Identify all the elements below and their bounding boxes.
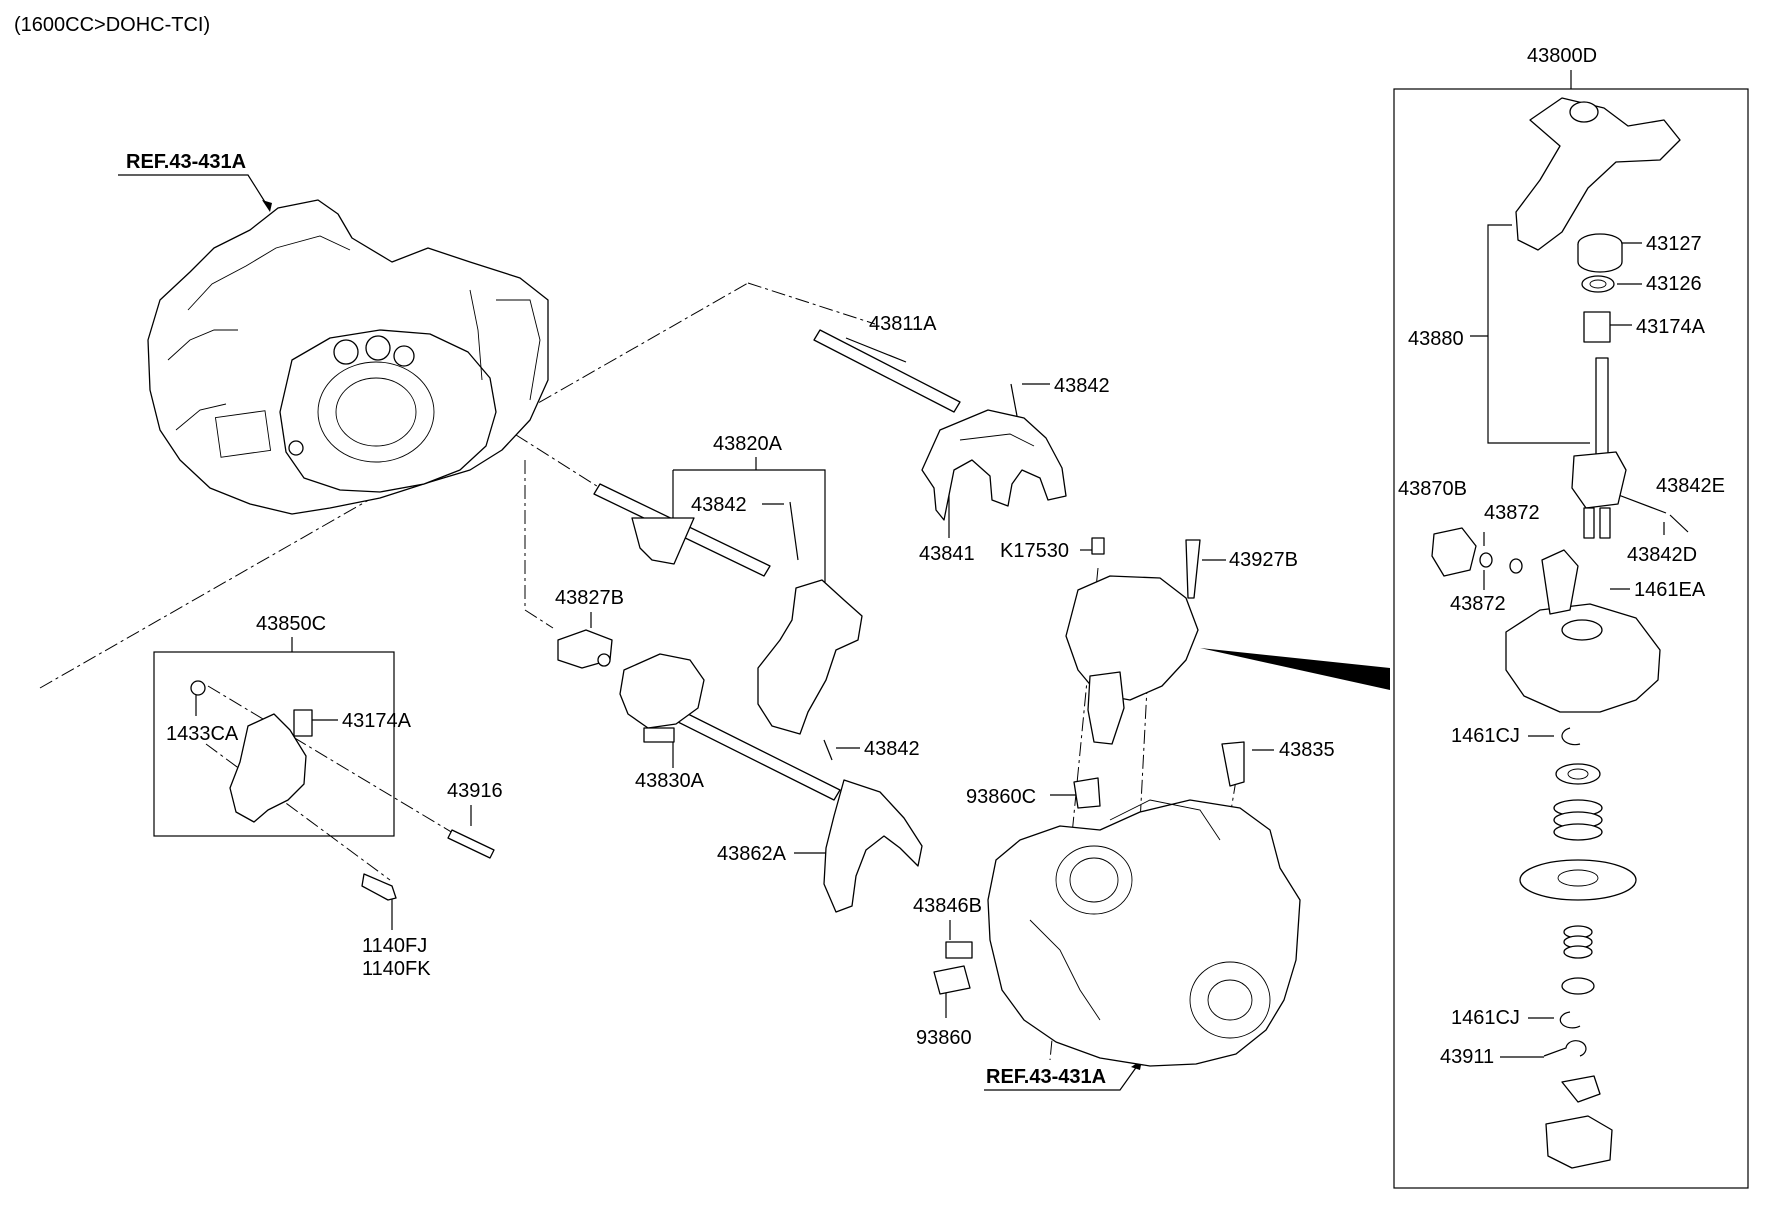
label-1461CJ-top: 1461CJ <box>1451 725 1520 747</box>
label-93860C: 93860C <box>966 786 1036 808</box>
bushing-43127 <box>1577 233 1623 273</box>
label-1140FJ: 1140FJ <box>362 935 427 957</box>
spring-seat <box>1555 763 1601 785</box>
engine-spec-label: (1600CC>DOHC-TCI) <box>14 14 210 36</box>
spring-large <box>1553 799 1603 841</box>
control-lever-43880 <box>1515 97 1681 251</box>
label-43846B: 43846B <box>913 895 982 917</box>
snap-ring-1461CJ-bottom <box>1559 1011 1581 1029</box>
label-43862A: 43862A <box>717 843 787 865</box>
snap-ring-1461CJ-top <box>1561 727 1581 746</box>
label-43800D: 43800D <box>1527 45 1597 67</box>
bushing-43174A-right <box>1583 311 1611 343</box>
label-43872-top: 43872 <box>1484 502 1540 524</box>
label-43870B: 43870B <box>1398 478 1467 500</box>
ref-label-top: REF.43-431A <box>126 151 246 173</box>
shift-control-cover <box>1065 537 1201 745</box>
label-43126: 43126 <box>1646 273 1702 295</box>
shift-lug-43830A <box>619 653 833 761</box>
label-43850C: 43850C <box>256 613 326 635</box>
label-43872-bottom: 43872 <box>1450 593 1506 615</box>
plug-43835 <box>1221 741 1245 787</box>
spring-plate <box>1519 859 1637 901</box>
label-43842E: 43842E <box>1656 475 1725 497</box>
label-43820A: 43820A <box>713 433 783 455</box>
label-1461EA: 1461EA <box>1634 579 1706 601</box>
label-43174A-left: 43174A <box>342 710 412 732</box>
label-1433CA: 1433CA <box>166 723 239 745</box>
label-43916: 43916 <box>447 780 503 802</box>
shift-lug-43827B <box>557 629 613 669</box>
label-43927B: 43927B <box>1229 549 1298 571</box>
label-43911: 43911 <box>1440 1046 1494 1068</box>
zoom-wedge <box>1200 648 1390 690</box>
label-93860: 93860 <box>916 1027 972 1049</box>
switch-93860C <box>1073 777 1101 809</box>
callout-labels: REF.43-431A REF.43-431A 43800D 43127 431… <box>126 45 1725 1088</box>
leader-lines <box>118 70 1749 1189</box>
transmission-case-housing <box>147 199 549 515</box>
label-43811A: 43811A <box>869 313 937 335</box>
label-43841: 43841 <box>919 543 975 565</box>
label-43880: 43880 <box>1408 328 1464 350</box>
label-43835: 43835 <box>1279 739 1335 761</box>
washer-43872 <box>1479 552 1523 574</box>
label-43842-b: 43842 <box>691 494 747 516</box>
label-43830A: 43830A <box>635 770 705 792</box>
shift-lever-43850C <box>190 680 313 823</box>
shift-shaft <box>1571 357 1627 539</box>
spring-43911 <box>1543 1040 1587 1057</box>
sensor-93860 <box>933 965 971 995</box>
transmission-case <box>987 799 1301 1067</box>
label-43842-a: 43842 <box>1054 375 1110 397</box>
label-43842-c: 43842 <box>864 738 920 760</box>
breather-43846B <box>945 941 973 959</box>
bolt-43916 <box>447 829 495 859</box>
label-43827B: 43827B <box>555 587 624 609</box>
label-1461CJ-bottom: 1461CJ <box>1451 1007 1520 1029</box>
spring-retainer <box>1561 977 1595 995</box>
bolt-1140FJ <box>361 873 397 901</box>
shift-fork-43841 <box>921 383 1067 521</box>
lever-43870B <box>1431 527 1477 577</box>
label-1140FK: 1140FK <box>362 958 431 980</box>
label-43174A-right: 43174A <box>1636 316 1706 338</box>
ref-label-bottom: REF.43-431A <box>986 1066 1106 1088</box>
lever-bracket <box>1545 1075 1613 1169</box>
label-K17530: K17530 <box>1000 540 1069 562</box>
seal-43126 <box>1581 275 1615 293</box>
shift-fork-43820A <box>631 501 863 735</box>
shift-fork-43862A <box>823 779 923 913</box>
spring-small <box>1563 925 1593 959</box>
label-43842D: 43842D <box>1627 544 1697 566</box>
shift-base-cover <box>1505 549 1661 713</box>
label-43127: 43127 <box>1646 233 1702 255</box>
